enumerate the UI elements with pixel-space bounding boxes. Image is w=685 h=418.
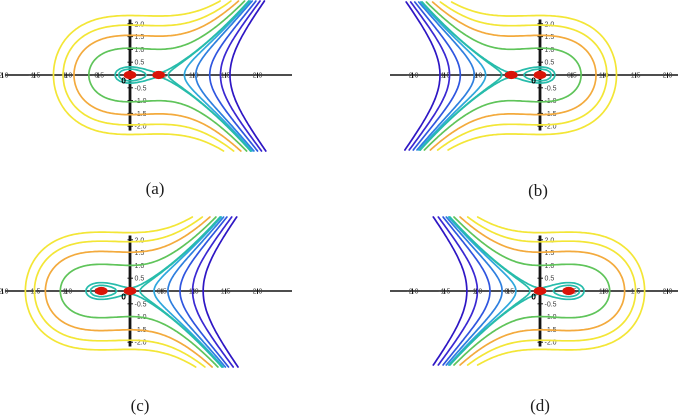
- svg-text:1.5: 1.5: [221, 73, 231, 80]
- phase-portrait-panel-a: -2.0-2.0-1.5-1.5-1.0-1.0-0.5-0.50.50.51.…: [0, 0, 292, 152]
- svg-text:1.5: 1.5: [631, 73, 641, 80]
- svg-text:-2.0: -2.0: [406, 73, 418, 80]
- svg-text:1.5: 1.5: [545, 34, 555, 41]
- panel-label-a: (a): [145, 179, 165, 198]
- svg-text:2.0: 2.0: [253, 73, 263, 80]
- svg-text:1.0: 1.0: [545, 263, 555, 270]
- svg-text:-0.5: -0.5: [92, 73, 104, 80]
- svg-text:-1.0: -1.0: [470, 289, 482, 296]
- svg-text:1.5: 1.5: [221, 289, 231, 296]
- phase-portrait-panel-b: -2.0-2.0-1.5-1.5-1.0-1.0-0.5-0.50.50.51.…: [390, 1, 678, 151]
- svg-text:-2.0: -2.0: [135, 124, 147, 131]
- svg-text:-0.5: -0.5: [502, 289, 514, 296]
- svg-text:-1.0: -1.0: [60, 289, 72, 296]
- svg-text:1.0: 1.0: [135, 263, 145, 270]
- svg-text:2.0: 2.0: [253, 289, 263, 296]
- svg-text:2.0: 2.0: [663, 289, 673, 296]
- svg-text:-1.0: -1.0: [470, 73, 482, 80]
- panel-label-d: (d): [530, 396, 550, 415]
- svg-text:1.0: 1.0: [189, 289, 199, 296]
- svg-text:0.5: 0.5: [157, 289, 167, 296]
- svg-text:0.5: 0.5: [545, 276, 555, 283]
- svg-text:-2.0: -2.0: [406, 289, 418, 296]
- svg-text:-1.5: -1.5: [28, 73, 40, 80]
- svg-text:0: 0: [531, 292, 536, 302]
- svg-text:1.5: 1.5: [545, 250, 555, 257]
- panel-label-c: (c): [130, 396, 150, 415]
- svg-text:1.0: 1.0: [545, 47, 555, 54]
- svg-text:1.5: 1.5: [135, 34, 145, 41]
- svg-text:2.0: 2.0: [663, 73, 673, 80]
- svg-text:1.0: 1.0: [599, 73, 609, 80]
- svg-text:-1.5: -1.5: [438, 73, 450, 80]
- svg-text:-0.5: -0.5: [135, 301, 147, 308]
- svg-text:0: 0: [121, 292, 126, 302]
- panel-label-b: (b): [528, 181, 548, 200]
- phase-portrait-panel-c: -2.0-2.0-1.5-1.5-1.0-1.0-0.5-0.50.50.51.…: [0, 216, 292, 368]
- svg-text:-2.0: -2.0: [0, 73, 9, 80]
- svg-text:0.5: 0.5: [135, 276, 145, 283]
- svg-text:-0.5: -0.5: [545, 301, 557, 308]
- svg-text:-1.5: -1.5: [438, 289, 450, 296]
- svg-text:0: 0: [121, 76, 126, 86]
- svg-text:1.0: 1.0: [599, 289, 609, 296]
- svg-text:-2.0: -2.0: [545, 124, 557, 131]
- svg-text:-0.5: -0.5: [135, 85, 147, 92]
- svg-text:1.0: 1.0: [135, 47, 145, 54]
- svg-text:1.0: 1.0: [189, 73, 199, 80]
- phase-portrait-panel-d: -2.0-2.0-1.5-1.5-1.0-1.0-0.5-0.50.50.51.…: [390, 216, 678, 366]
- svg-text:-1.0: -1.0: [60, 73, 72, 80]
- svg-text:0.5: 0.5: [545, 60, 555, 67]
- svg-text:0.5: 0.5: [567, 73, 577, 80]
- svg-text:0.5: 0.5: [135, 60, 145, 67]
- svg-text:1.5: 1.5: [135, 250, 145, 257]
- svg-text:-2.0: -2.0: [135, 340, 147, 347]
- svg-text:-0.5: -0.5: [545, 85, 557, 92]
- svg-text:-2.0: -2.0: [0, 289, 9, 296]
- svg-text:0: 0: [531, 76, 536, 86]
- svg-text:-2.0: -2.0: [545, 340, 557, 347]
